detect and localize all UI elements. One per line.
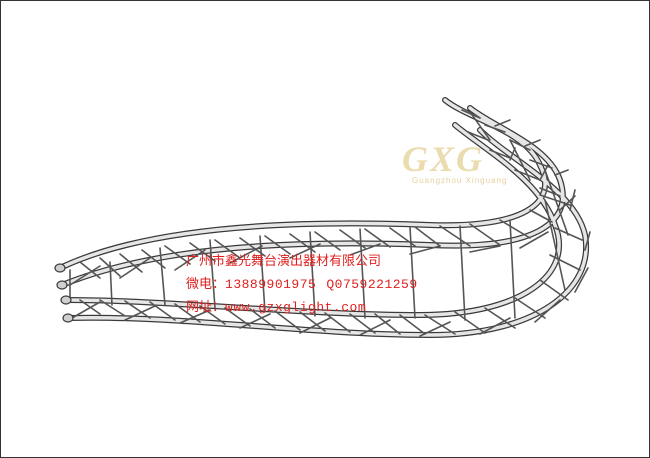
company-info: 广州市鑫光舞台演出器材有限公司 微电：13889901975 Q075922125… bbox=[186, 250, 418, 319]
truss-end-connector bbox=[54, 263, 74, 323]
logo-letters: GXG bbox=[402, 139, 485, 179]
phone-number-2: Q0759221259 bbox=[326, 277, 418, 292]
watermark-logo: GXG Guangzhou Xinguang bbox=[398, 134, 528, 192]
company-name: 广州市鑫光舞台演出器材有限公司 bbox=[186, 254, 382, 269]
website-label: 网址： bbox=[186, 300, 226, 315]
logo-subtitle: Guangzhou Xinguang bbox=[412, 176, 508, 185]
website-line: 网址：www.gzxglight.com bbox=[186, 296, 418, 319]
phone-line: 微电：13889901975 Q0759221259 bbox=[186, 273, 418, 296]
truss-lacing bbox=[69, 109, 591, 337]
truss-chords bbox=[58, 98, 588, 337]
website-url: www.gzxglight.com bbox=[225, 300, 367, 315]
company-name-line: 广州市鑫光舞台演出器材有限公司 bbox=[186, 250, 418, 273]
phone-number-1: 13889901975 bbox=[225, 277, 317, 292]
phone-label: 微电： bbox=[186, 277, 226, 292]
